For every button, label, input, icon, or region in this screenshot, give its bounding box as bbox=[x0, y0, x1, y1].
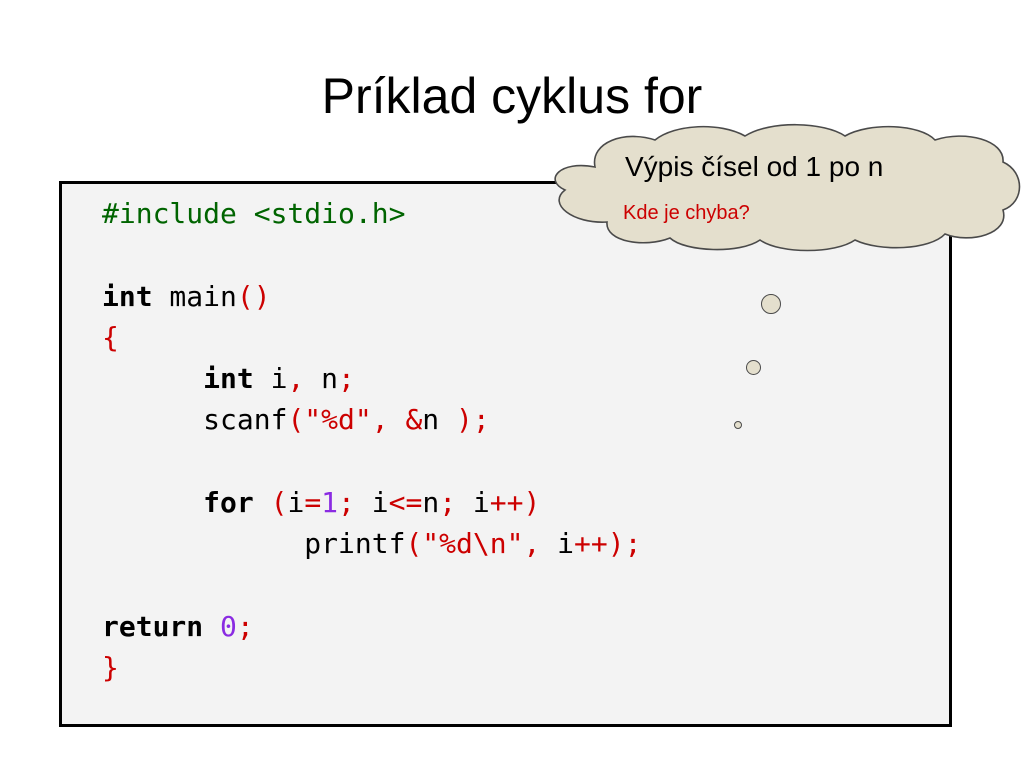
code-token: n bbox=[304, 362, 339, 396]
code-token: int bbox=[102, 279, 153, 313]
code-token: #include <stdio.h> bbox=[102, 197, 406, 230]
code-token: i bbox=[456, 486, 490, 520]
code-line: printf("%d\n", i++); bbox=[102, 523, 641, 564]
thought-bubble-small bbox=[734, 421, 742, 429]
code-token: ; bbox=[236, 609, 254, 643]
code-token: i bbox=[557, 527, 575, 561]
code-token: printf bbox=[102, 527, 406, 561]
code-line: scanf("%d", &n ); bbox=[102, 399, 641, 440]
code-token: ++); bbox=[574, 527, 642, 561]
code-token: n bbox=[422, 486, 440, 520]
code-token: n bbox=[422, 403, 457, 437]
code-token: i bbox=[287, 486, 305, 520]
code-line bbox=[102, 441, 641, 482]
code-line: { bbox=[102, 317, 641, 358]
code-token: ("%d\n", bbox=[405, 527, 558, 561]
slide-title: Príklad cyklus for bbox=[321, 68, 703, 124]
code-token: 1 bbox=[321, 486, 339, 520]
code-token: = bbox=[304, 486, 322, 520]
code-token: main bbox=[152, 279, 237, 313]
code-line bbox=[102, 565, 641, 606]
code-token: for bbox=[203, 486, 254, 520]
thought-bubble-medium bbox=[746, 360, 761, 375]
code-line: return 0; bbox=[102, 606, 641, 647]
callout-title: Výpis čísel od 1 po n bbox=[625, 151, 884, 182]
code-token: <= bbox=[388, 486, 423, 520]
cloud-shape bbox=[554, 123, 1021, 252]
code-token: , bbox=[287, 362, 305, 396]
code-token: () bbox=[236, 279, 271, 313]
code-token: return bbox=[102, 609, 204, 643]
code-token bbox=[102, 486, 203, 519]
code-token: i bbox=[354, 486, 389, 520]
code-listing: #include <stdio.h> int main(){ int i, n;… bbox=[102, 193, 641, 689]
code-box bbox=[59, 181, 952, 727]
code-token: ("%d", & bbox=[287, 403, 423, 437]
code-token: ++) bbox=[489, 486, 541, 520]
code-token: i bbox=[253, 362, 288, 396]
code-token bbox=[203, 610, 220, 643]
code-line: int main() bbox=[102, 276, 641, 317]
code-line: } bbox=[102, 647, 641, 688]
code-line: int i, n; bbox=[102, 358, 641, 399]
code-token: ; bbox=[338, 486, 355, 520]
code-token bbox=[102, 362, 203, 395]
code-token: ; bbox=[439, 486, 457, 520]
code-line: #include <stdio.h> bbox=[102, 193, 641, 234]
code-token: ( bbox=[253, 486, 288, 520]
code-token: scanf bbox=[102, 403, 288, 437]
code-token: 0 bbox=[220, 609, 237, 643]
code-token: ; bbox=[338, 362, 355, 396]
code-token: } bbox=[102, 651, 119, 685]
code-line: for (i=1; i<=n; i++) bbox=[102, 482, 641, 523]
code-token: { bbox=[102, 320, 119, 354]
code-token: ); bbox=[456, 403, 490, 437]
code-token: int bbox=[203, 362, 254, 396]
callout-question: Kde je chyba? bbox=[623, 202, 750, 224]
thought-cloud bbox=[535, 122, 1024, 252]
thought-bubble-large bbox=[761, 294, 781, 314]
